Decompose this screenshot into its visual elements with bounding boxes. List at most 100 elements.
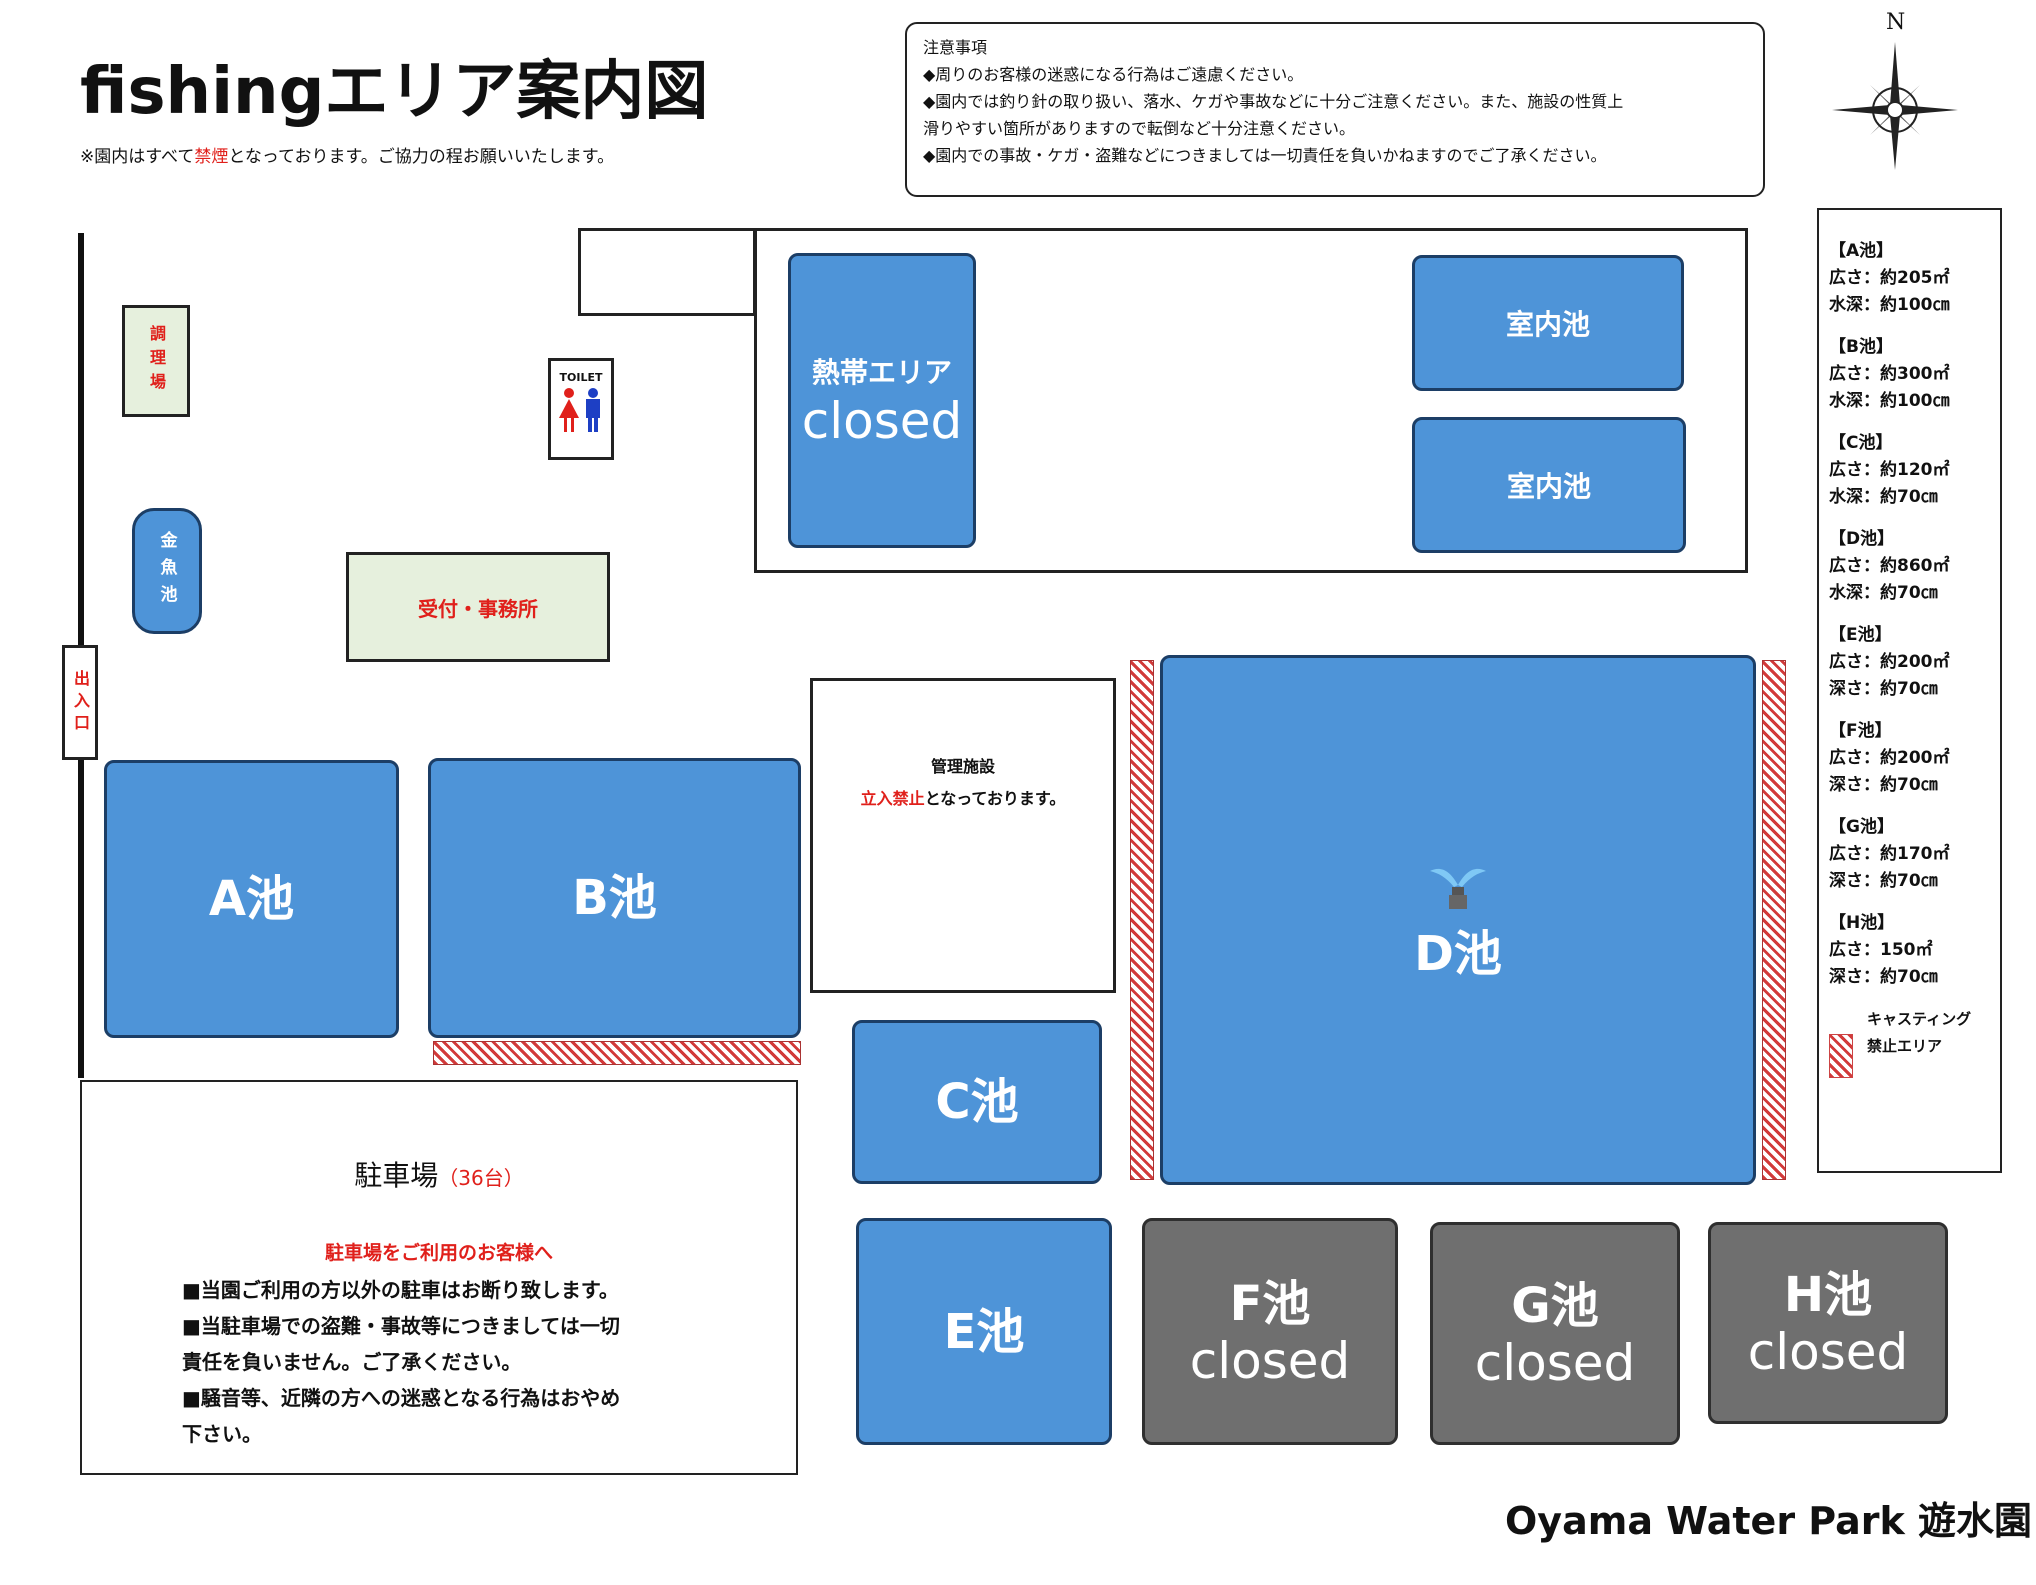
pond-g: G池 closed — [1430, 1222, 1680, 1445]
legend-e-name: 【E池】 — [1829, 625, 1892, 645]
map-title: fishingエリア案内図 — [80, 55, 709, 129]
legend-h-name: 【H池】 — [1829, 913, 1895, 933]
legend-a-area: 広さ：約205㎡ — [1829, 268, 1950, 288]
legend-casting-line1: キャスティング — [1867, 1010, 1972, 1028]
legend-c-depth: 水深：約70㎝ — [1829, 487, 1938, 507]
parking-notice-line: 責任を負いません。ご了承ください。 — [182, 1350, 522, 1374]
kitchen-label: 調理場 — [147, 325, 166, 397]
pond-e-label: E池 — [943, 1303, 1025, 1360]
tropical-area-label: 熱帯エリア — [811, 355, 952, 389]
pond-d-label: D池 — [1414, 926, 1502, 982]
reception-office: 受付・事務所 — [346, 552, 610, 662]
notice-line: 滑りやすい箇所がありますので転倒など十分注意ください。 — [923, 119, 1356, 138]
legend-g-depth: 深さ：約70㎝ — [1829, 871, 1938, 891]
legend-c-name: 【C池】 — [1829, 433, 1893, 453]
pond-h-status: closed — [1747, 1323, 1909, 1381]
legend-casting-swatch — [1829, 1034, 1853, 1078]
pond-d: D池 — [1160, 655, 1756, 1185]
legend-casting: キャスティング禁止エリア — [1829, 1006, 1990, 1086]
legend-d-name: 【D池】 — [1829, 529, 1895, 549]
legend-casting-label: キャスティング禁止エリア — [1867, 1006, 1971, 1060]
pond-h-label: H池 — [1783, 1267, 1873, 1323]
pond-f-status: closed — [1189, 1331, 1351, 1390]
legend-f-area: 広さ：約200㎡ — [1829, 748, 1950, 768]
notice-line: ◆園内では釣り針の取り扱い、落水、ケガや事故などに十分ご注意ください。また、施設… — [923, 92, 1624, 111]
pond-b: B池 — [428, 758, 801, 1038]
legend-g-area: 広さ：約170㎡ — [1829, 844, 1950, 864]
parking-notice-line: ■当駐車場での盗難・事故等につきましては一切 — [182, 1314, 620, 1338]
pond-f: F池 closed — [1142, 1218, 1398, 1445]
reception-label: 受付・事務所 — [418, 596, 538, 621]
entrance: 出入口 — [62, 645, 98, 760]
pond-c: C池 — [852, 1020, 1102, 1184]
indoor-pond-2: 室内池 — [1412, 417, 1686, 553]
no-smoking-note-red: 禁煙 — [194, 147, 229, 167]
legend-d-depth: 水深：約70㎝ — [1829, 583, 1938, 603]
indoor-pond-1: 室内池 — [1412, 255, 1684, 391]
no-smoking-note-post: となっております。ご協力の程お願いいたします。 — [228, 147, 615, 167]
legend-a-depth: 水深：約100㎝ — [1829, 295, 1950, 315]
goldfish-pond: 金魚池 — [132, 508, 202, 634]
management-facility: 管理施設 立入禁止となっております。 — [810, 678, 1116, 993]
no-casting-zone-b — [433, 1041, 801, 1065]
pond-g-label: G池 — [1511, 1277, 1599, 1334]
notice-heading: 注意事項 — [923, 38, 988, 57]
legend-h-area: 広さ：150㎡ — [1829, 940, 1933, 960]
parking-notice: ■当園ご利用の方以外の駐車はお断り致します。 ■当駐車場での盗難・事故等につきま… — [182, 1272, 620, 1452]
parking-notice-line: 下さい。 — [182, 1422, 262, 1446]
tropical-area-status: closed — [801, 391, 963, 450]
indoor-building — [754, 228, 1748, 573]
parking-notice-line: ■騒音等、近隣の方への迷惑となる行為はおやめ — [182, 1386, 621, 1410]
parking-notice-line: ■当園ご利用の方以外の駐車はお断り致します。 — [182, 1278, 619, 1302]
legend-h-depth: 深さ：約70㎝ — [1829, 967, 1938, 987]
legend-b-area: 広さ：約300㎡ — [1829, 364, 1950, 384]
pond-b-label: B池 — [572, 870, 657, 926]
fountain-icon — [1430, 868, 1486, 909]
parking-heading: 駐車場（36台） — [82, 1154, 796, 1194]
pond-c-label: C池 — [935, 1074, 1019, 1130]
no-casting-zone-d-right — [1762, 660, 1786, 1180]
compass-rose: N — [1830, 10, 1960, 170]
parking-lot: 駐車場（36台） 駐車場をご利用のお客様へ ■当園ご利用の方以外の駐車はお断り致… — [80, 1080, 798, 1475]
management-facility-note: 立入禁止となっております。 — [861, 785, 1066, 809]
park-brand: Oyama Water Park 遊水園 — [1505, 1499, 2033, 1543]
no-smoking-note: ※園内はすべて禁煙となっております。ご協力の程お願いいたします。 — [80, 142, 614, 167]
legend-e-depth: 深さ：約70㎝ — [1829, 679, 1938, 699]
pond-g-status: closed — [1474, 1333, 1636, 1392]
kitchen: 調理場 — [122, 305, 190, 417]
indoor-pond-1-label: 室内池 — [1505, 308, 1590, 341]
notice-line: ◆園内での事故・ケガ・盗難などにつきましては一切責任を負いかねますのでご了承くだ… — [923, 146, 1607, 165]
pond-e: E池 — [856, 1218, 1112, 1445]
legend-b-depth: 水深：約100㎝ — [1829, 391, 1950, 411]
parking-notice-title: 駐車場をご利用のお客様へ — [324, 1242, 553, 1264]
management-facility-note-post: となっております。 — [924, 788, 1066, 808]
no-smoking-note-pre: ※園内はすべて — [80, 147, 195, 167]
legend-e-area: 広さ：約200㎡ — [1829, 652, 1950, 672]
compass-north-label: N — [1886, 10, 1906, 35]
legend-a-name: 【A池】 — [1829, 241, 1894, 261]
pond-a-label: A池 — [208, 871, 295, 927]
parking-capacity: （36台） — [438, 1166, 524, 1190]
goldfish-pond-label: 金魚池 — [156, 530, 177, 612]
pond-h: H池 closed — [1708, 1222, 1948, 1424]
compass-icon — [1832, 42, 1958, 170]
notice-line: ◆周りのお客様の迷惑になる行為はご遠慮ください。 — [923, 65, 1304, 84]
legend-f-name: 【F池】 — [1829, 721, 1892, 741]
indoor-pond-2-label: 室内池 — [1506, 470, 1591, 503]
toilet-label: TOILET — [559, 371, 603, 384]
entrance-label: 出入口 — [71, 669, 90, 736]
legend-c-area: 広さ：約120㎡ — [1829, 460, 1950, 480]
legend-g-name: 【G池】 — [1829, 817, 1894, 837]
notice-box: 注意事項 ◆周りのお客様の迷惑になる行為はご遠慮ください。 ◆園内では釣り針の取… — [905, 22, 1765, 197]
no-casting-zone-d-left — [1130, 660, 1154, 1180]
restroom-icon — [559, 388, 600, 432]
legend-f-depth: 深さ：約70㎝ — [1829, 775, 1938, 795]
management-facility-title: 管理施設 — [930, 756, 995, 776]
